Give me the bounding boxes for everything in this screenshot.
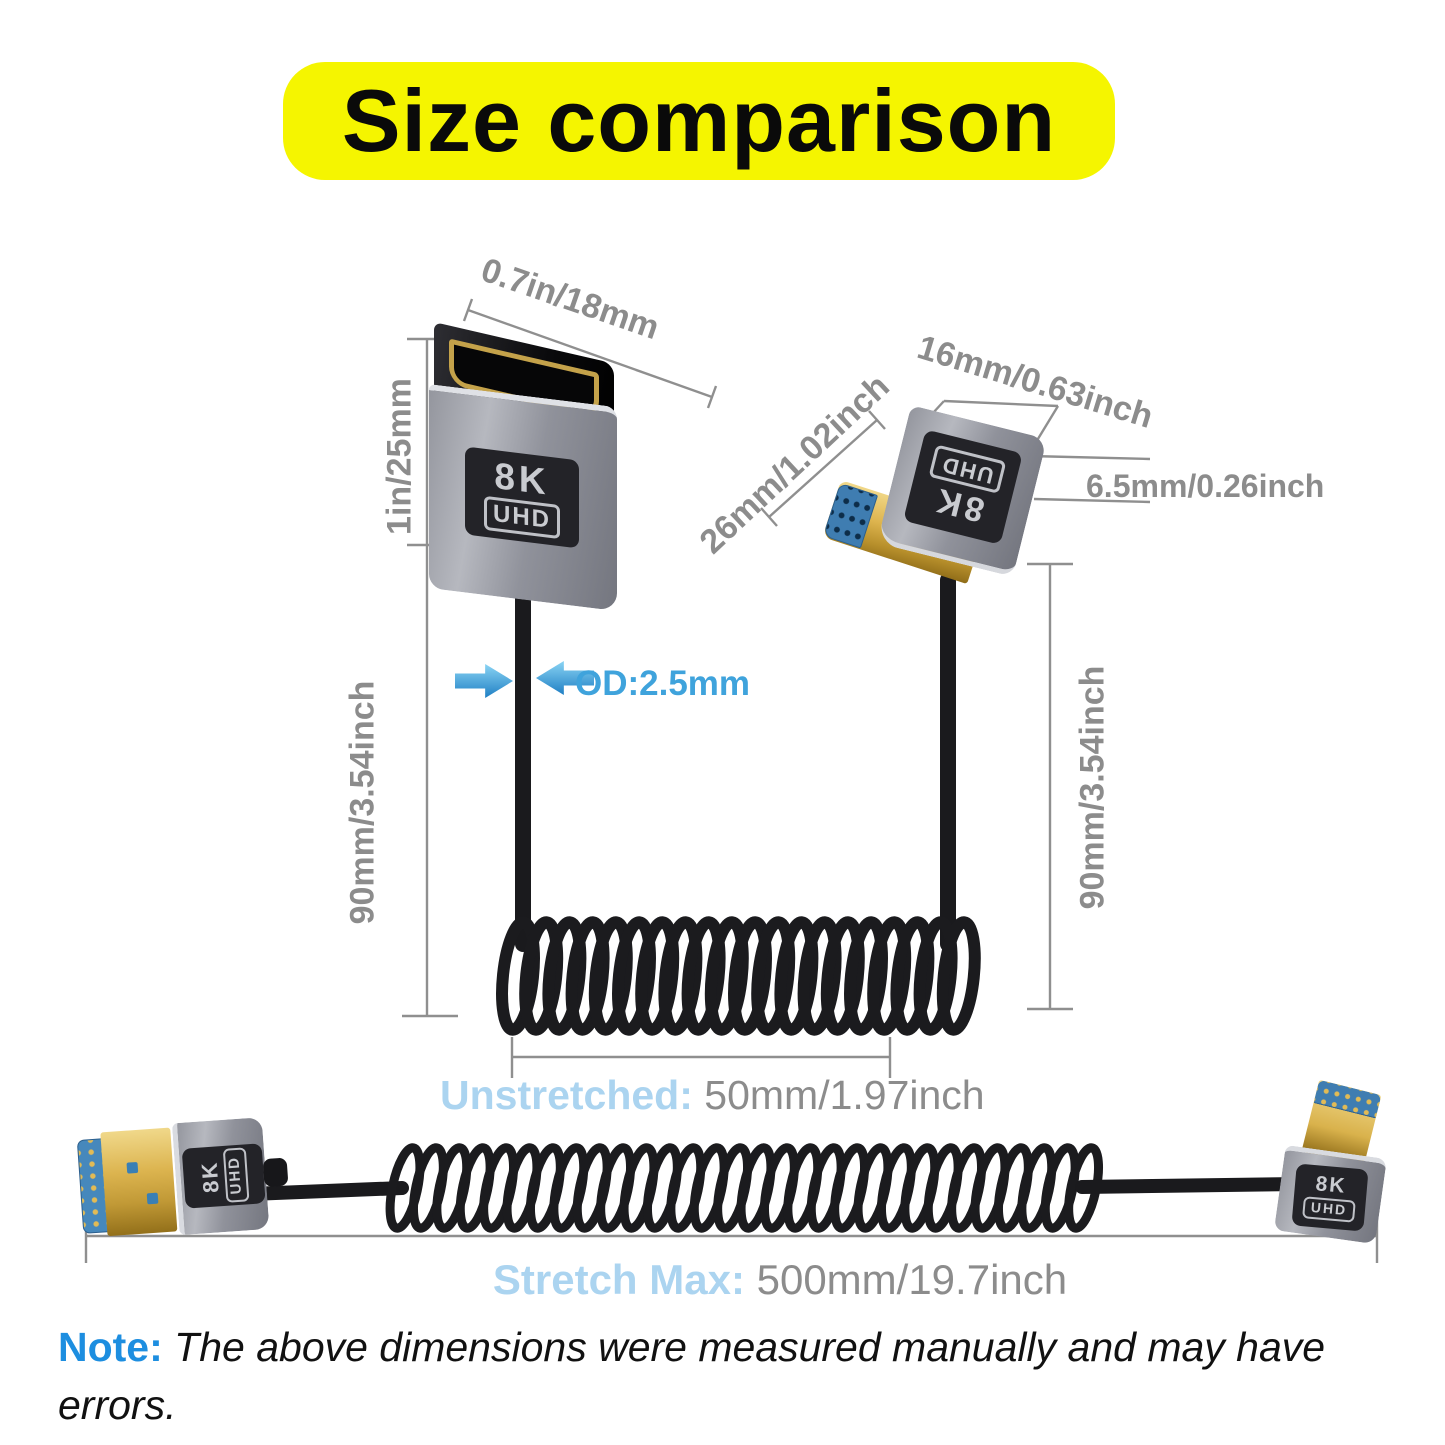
female-height-label: 1in/25mm (380, 378, 419, 535)
coiled-cable-unstretched (496, 916, 981, 1036)
hdmi-male-plug (100, 1127, 178, 1237)
right-drop-label: 90mm/3.54inch (1073, 665, 1112, 910)
unstretched-label: Unstretched: (440, 1072, 693, 1118)
stretch-max-value: 500mm/19.7inch (756, 1256, 1068, 1303)
badge-8k-text: 8K (196, 1159, 225, 1194)
left-8k-uhd-badge: 8K UHD (181, 1143, 266, 1209)
male-8k-uhd-badge: 8K UHD (903, 429, 1023, 545)
badge-uhd-text: UHD (1301, 1196, 1356, 1223)
od-label: OD:2.5mm (575, 664, 751, 703)
bottom-left-cable (245, 1181, 409, 1201)
connector-body: 8K UHD (1273, 1144, 1387, 1245)
unstretched-caption: Unstretched: 50mm/1.97inch (440, 1072, 985, 1119)
note-text-2: Please refer to the actual product for a… (58, 1440, 908, 1445)
right-8k-uhd-badge: 8K UHD (1291, 1163, 1369, 1232)
female-adapter-body: 8K UHD (429, 384, 617, 612)
badge-uhd-text: UHD (222, 1147, 250, 1204)
note-label: Note: (58, 1324, 163, 1370)
female-8k-uhd-badge: 8K UHD (465, 446, 579, 549)
stretch-max-caption: Stretch Max: 500mm/19.7inch (400, 1256, 1160, 1304)
female-hdmi-adapter: 8K UHD (428, 320, 624, 612)
male-hdmi-adapter: 8K UHD (822, 396, 1048, 631)
bottom-left-hdmi-connector: 8K UHD (76, 1115, 293, 1241)
coiled-cable-stretched (385, 1143, 1104, 1233)
note-block: Note: The above dimensions were measured… (58, 1318, 1398, 1445)
left-drop-label: 90mm/3.54inch (343, 680, 382, 925)
note-line-1: Note: The above dimensions were measured… (58, 1318, 1398, 1434)
cable-strain-relief (262, 1157, 289, 1188)
male-thickness-label: 6.5mm/0.26inch (1086, 468, 1325, 504)
badge-8k-text: 8K (1314, 1172, 1348, 1199)
note-text-1: The above dimensions were measured manua… (58, 1324, 1326, 1428)
bottom-right-hdmi-connector: 8K UHD (1270, 1079, 1402, 1245)
title-banner: Size comparison (283, 62, 1115, 180)
badge-8k-text: 8K (494, 454, 550, 503)
unstretched-value: 50mm/1.97inch (704, 1072, 985, 1118)
bottom-right-cable (1075, 1177, 1307, 1194)
plug-hole (146, 1192, 159, 1205)
note-line-2: Please refer to the actual product for a… (58, 1434, 1398, 1445)
page-title: Size comparison (341, 71, 1057, 170)
connector-body: 8K UHD (171, 1117, 270, 1236)
stretch-max-label: Stretch Max: (492, 1256, 745, 1303)
hdmi-pins-face (822, 482, 879, 549)
plug-hole (126, 1161, 139, 1174)
